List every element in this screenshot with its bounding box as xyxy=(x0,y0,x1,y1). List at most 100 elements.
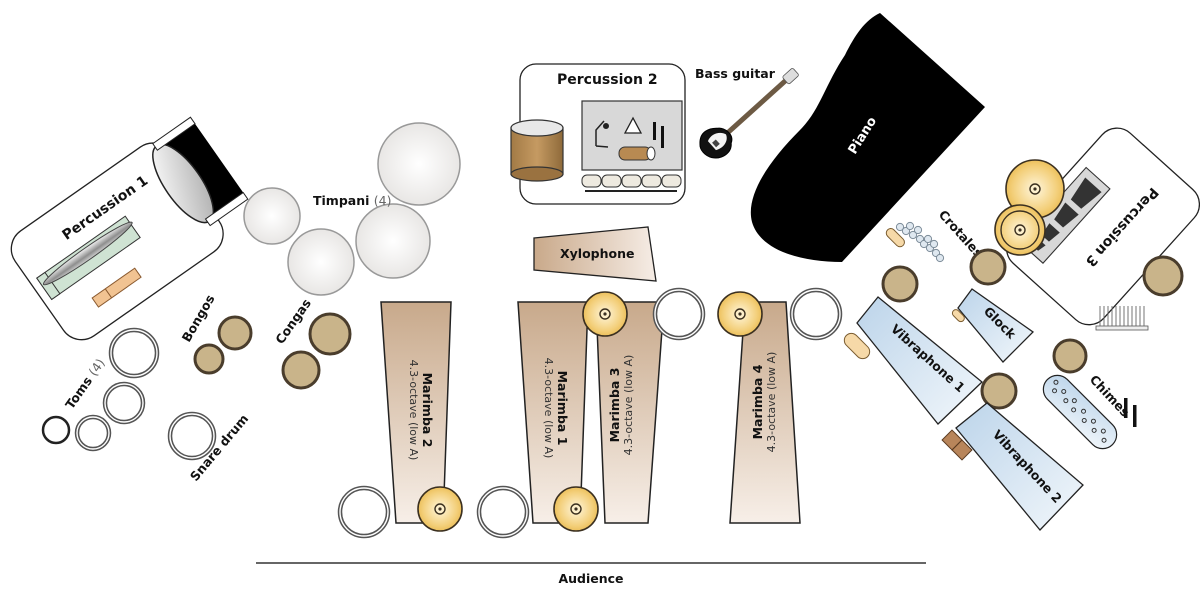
snare-rim xyxy=(169,413,215,459)
chimes: Chimes xyxy=(1042,338,1137,450)
xylophone-body xyxy=(533,226,657,282)
mark-tree-bar xyxy=(1095,325,1149,331)
hi-hat-icon xyxy=(994,204,1046,256)
marimba-2-spec: 4.3-octave (low A) xyxy=(407,360,420,461)
shaker-end xyxy=(646,146,656,161)
xylophone-label: Xylophone xyxy=(560,246,634,261)
drum-ring-inner xyxy=(339,487,389,537)
congas-label: Congas xyxy=(272,296,314,347)
marimba-4-body xyxy=(729,301,801,524)
seat-icon xyxy=(417,486,463,532)
percussion-3-station: Percussion 3 xyxy=(1005,127,1200,326)
stand-knob xyxy=(603,123,609,129)
marimba-1-text: Marimba 1 4.3-octave (low A) xyxy=(542,358,570,459)
temple-block xyxy=(661,174,682,188)
piano-body xyxy=(750,13,985,262)
guitar-neck xyxy=(724,78,788,137)
glock-body xyxy=(957,288,1035,363)
tom-rim xyxy=(110,329,158,377)
bongo-drum xyxy=(217,315,253,351)
seat-center xyxy=(603,312,607,316)
timpani-label-text: Timpani xyxy=(313,193,369,208)
marimba-3-text: Marimba 3 4.3-octave (low A) xyxy=(607,355,635,456)
bass-drum-shell xyxy=(156,120,246,222)
conga-drum xyxy=(308,312,352,356)
seat-icon xyxy=(553,486,599,532)
roto-tom-icon xyxy=(1070,177,1102,209)
stool-icon xyxy=(843,332,871,360)
timpani-drum xyxy=(377,122,461,206)
marimba-3-spec: 4.3-octave (low A) xyxy=(622,355,635,456)
toms-label: Toms (4) xyxy=(62,356,108,412)
seat-icon xyxy=(717,291,763,337)
conga-drum xyxy=(281,350,321,390)
bass-drum-hoop xyxy=(152,116,196,151)
crotales: Crotales xyxy=(885,207,986,263)
seat-ring xyxy=(570,503,582,515)
temple-block xyxy=(621,174,642,188)
mark-tree-icon xyxy=(1095,306,1149,331)
congas: Congas xyxy=(272,296,352,390)
marimba-4-text: Marimba 4 4.3-octave (low A) xyxy=(750,352,778,453)
guitar-pickup xyxy=(712,139,720,148)
marimba-2-text: Marimba 2 4.3-octave (low A) xyxy=(407,360,435,461)
seat-ring xyxy=(434,503,446,515)
cymbal-center xyxy=(1033,187,1037,191)
seat-icon xyxy=(881,265,919,303)
vibraphone-1-body xyxy=(856,296,983,425)
tom-rim xyxy=(76,416,110,450)
claves-icon xyxy=(653,122,656,140)
chimes-frame xyxy=(1042,374,1118,450)
vibraphone-2-body xyxy=(955,402,1084,531)
tom-drum xyxy=(41,415,71,445)
wood-block-seam xyxy=(104,288,112,299)
crotales-icon xyxy=(895,221,945,263)
guitar-headstock xyxy=(782,68,799,85)
marimba-2: Marimba 2 4.3-octave (low A) xyxy=(380,301,452,524)
claves-icon xyxy=(1133,405,1137,427)
drum-head xyxy=(510,119,564,137)
temple-blocks xyxy=(581,174,682,192)
triangle-icon xyxy=(623,116,643,134)
cymbal-inner xyxy=(1000,210,1040,250)
seat-icon xyxy=(1142,255,1184,297)
seat-icon xyxy=(980,372,1018,410)
chimes-icon xyxy=(1042,374,1118,450)
piano: Piano xyxy=(750,13,985,262)
damper-pedal-icon xyxy=(941,429,973,461)
bass-guitar-label: Bass guitar xyxy=(695,66,776,81)
claves-icon xyxy=(1124,398,1128,418)
glockenspiel: Glock xyxy=(951,288,1035,363)
bongo-drum xyxy=(193,343,225,375)
percussion-2-label: Percussion 2 xyxy=(557,72,658,88)
cymbal-bell xyxy=(1029,183,1041,195)
bass-drum-icon xyxy=(152,116,249,227)
mark-tree-chimes xyxy=(1099,306,1145,326)
marimba-4: Marimba 4 4.3-octave (low A) xyxy=(729,301,801,524)
audience-label: Audience xyxy=(558,571,623,586)
marimba-area-drums xyxy=(337,287,843,539)
seat-center xyxy=(438,507,442,511)
cymbal-bell xyxy=(1014,224,1026,236)
percussion-2-station: Percussion 2 xyxy=(510,63,686,205)
drum-ring-inner xyxy=(654,289,704,339)
drum-ring-inner xyxy=(791,289,841,339)
guiro-stand-icon xyxy=(595,120,609,148)
timpani-label: Timpani (4) xyxy=(313,193,391,208)
seat-icon xyxy=(969,248,1007,286)
wood-block-icon xyxy=(91,267,142,308)
claves-icon xyxy=(661,126,664,148)
marimba-1-label: Marimba 1 xyxy=(555,371,570,446)
marimba-3: Marimba 3 4.3-octave (low A) xyxy=(595,301,665,524)
timpani-drum xyxy=(287,228,355,296)
toms-count: (4) xyxy=(85,356,107,379)
timpani-drum xyxy=(243,187,301,245)
tom-rim xyxy=(104,383,144,423)
bass-guitar-icon xyxy=(699,68,799,159)
xylophone: Xylophone xyxy=(533,226,657,282)
snare-drum: Snare drum xyxy=(167,411,251,484)
seat-icon xyxy=(1052,338,1088,374)
mallet-icon xyxy=(951,309,965,323)
stool-icon xyxy=(885,228,905,248)
drum-ring-inner xyxy=(478,487,528,537)
